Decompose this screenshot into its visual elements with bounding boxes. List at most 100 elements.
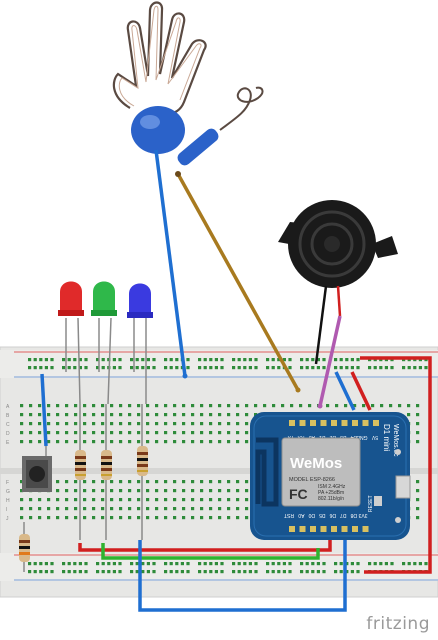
bb-hole (203, 562, 207, 566)
bb-hole (110, 480, 114, 484)
bb-hole (38, 431, 42, 435)
header-pin (362, 420, 369, 426)
bb-hole (169, 562, 173, 566)
bb-hole (200, 422, 204, 426)
bb-hole (112, 570, 116, 574)
bb-hole (67, 562, 71, 566)
bb-hole (186, 562, 190, 566)
bb-hole (73, 562, 77, 566)
bb-hole (112, 358, 116, 362)
bb-hole (232, 570, 236, 574)
bb-hole (65, 498, 69, 502)
bb-hole (288, 570, 292, 574)
row-letter: I (6, 507, 7, 513)
bb-hole (182, 507, 186, 511)
bb-hole (300, 366, 304, 370)
bb-hole (164, 431, 168, 435)
bb-hole (137, 498, 141, 502)
bb-hole (74, 480, 78, 484)
bb-hole (83, 431, 87, 435)
bb-hole (407, 562, 411, 566)
bb-hole (83, 440, 87, 444)
bb-hole (214, 570, 218, 574)
bb-hole (38, 404, 42, 408)
bb-hole (300, 570, 304, 574)
bb-hole (200, 489, 204, 493)
bb-hole (413, 562, 417, 566)
bb-hole (237, 570, 241, 574)
bb-hole (214, 562, 218, 566)
row-letter: J (6, 516, 9, 522)
bb-hole (200, 413, 204, 417)
bb-hole (74, 413, 78, 417)
bb-hole (130, 562, 134, 566)
bb-hole (305, 358, 309, 362)
bb-hole (56, 413, 60, 417)
bb-hole (155, 489, 159, 493)
bb-hole (220, 358, 224, 362)
bb-hole (266, 570, 270, 574)
bb-hole (101, 562, 105, 566)
bb-hole (128, 489, 132, 493)
bb-hole (416, 431, 420, 435)
bb-hole (186, 366, 190, 370)
bb-hole (50, 570, 54, 574)
bb-hole (29, 516, 33, 520)
bb-hole (47, 507, 51, 511)
piezo-buzzer (278, 200, 398, 365)
bb-hole (271, 562, 275, 566)
bb-hole (282, 570, 286, 574)
bb-hole (20, 498, 24, 502)
spec-line-1: ISM 2.4GHz (318, 484, 346, 490)
bb-hole (65, 431, 69, 435)
row-letter: C (6, 422, 10, 428)
bb-hole (389, 404, 393, 408)
bb-hole (407, 404, 411, 408)
bb-hole (209, 489, 213, 493)
header-pin (289, 526, 295, 532)
bb-hole (96, 570, 100, 574)
bb-hole (33, 570, 37, 574)
bb-hole (141, 366, 145, 370)
bb-hole (191, 413, 195, 417)
bb-hole (146, 507, 150, 511)
bb-hole (182, 516, 186, 520)
bb-hole (180, 562, 184, 566)
bb-hole (322, 366, 326, 370)
bb-hole (29, 404, 33, 408)
bb-hole (73, 366, 77, 370)
bb-hole (339, 358, 343, 362)
bb-hole (254, 413, 258, 417)
wire-blue-bottom (138, 540, 347, 612)
bb-hole (20, 440, 24, 444)
header-pin-label: 5V (371, 434, 378, 440)
bb-hole (271, 570, 275, 574)
bb-hole (155, 480, 159, 484)
bb-hole (146, 516, 150, 520)
header-pin-label: D5 (319, 512, 326, 518)
bb-hole (128, 516, 132, 520)
bb-hole (379, 562, 383, 566)
bb-hole (182, 404, 186, 408)
bb-hole (56, 404, 60, 408)
bb-hole (47, 422, 51, 426)
bb-hole (245, 480, 249, 484)
bb-hole (339, 562, 343, 566)
bb-hole (164, 366, 168, 370)
bb-hole (128, 422, 132, 426)
bb-hole (281, 404, 285, 408)
bb-hole (118, 358, 122, 362)
bb-hole (209, 516, 213, 520)
bb-hole (182, 440, 186, 444)
bb-hole (152, 570, 156, 574)
bb-hole (227, 507, 231, 511)
bb-hole (118, 570, 122, 574)
bb-hole (380, 404, 384, 408)
bb-hole (67, 366, 71, 370)
bb-hole (335, 404, 339, 408)
bb-hole (220, 366, 224, 370)
bb-hole (73, 570, 77, 574)
fritzing-watermark: fritzing (366, 614, 430, 634)
bb-hole (107, 570, 111, 574)
bb-hole (209, 507, 213, 511)
